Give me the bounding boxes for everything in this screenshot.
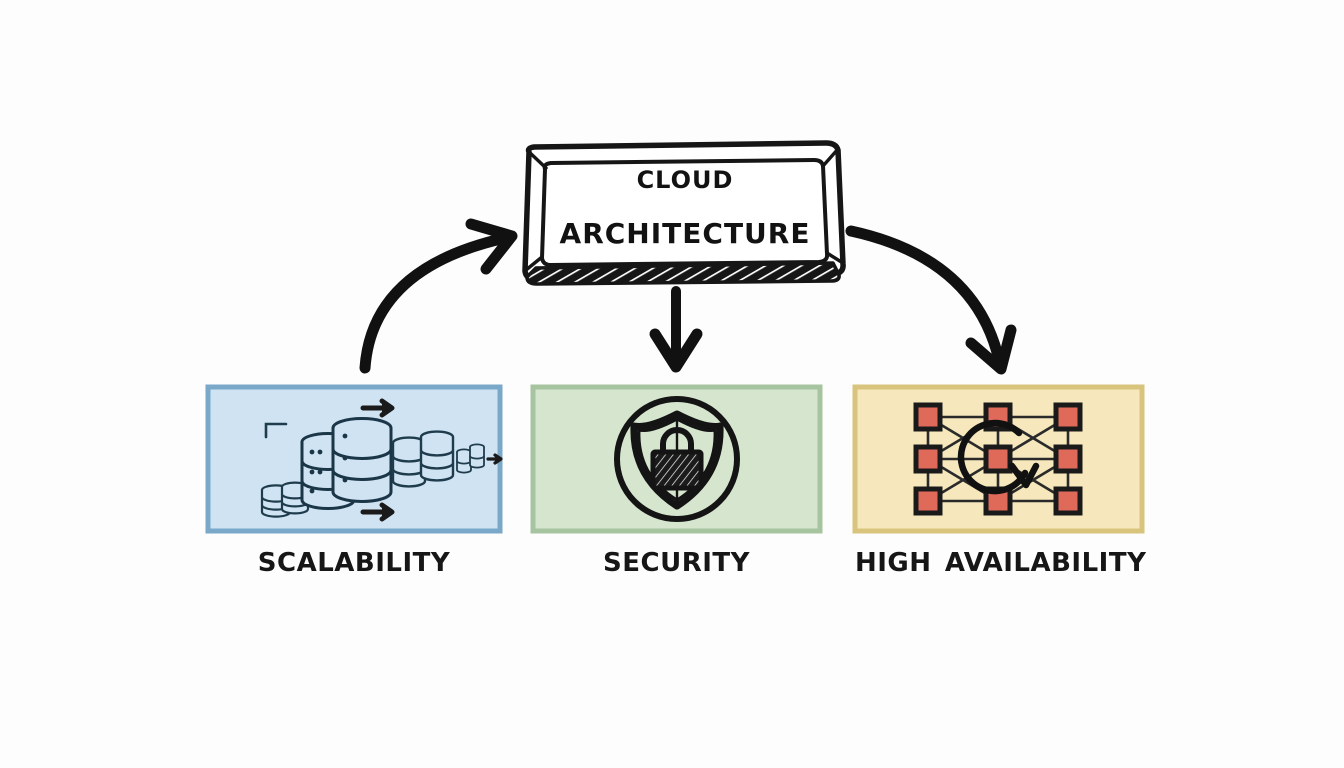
panel-label-high-availability: High Availability: [855, 537, 1147, 580]
database-stack-icon: [260, 398, 503, 522]
center-node-title-line-1: Cloud: [636, 157, 734, 197]
panel-label-scalability: Scalability: [257, 537, 451, 580]
shield-lock-icon: [614, 396, 740, 522]
panel-scalability[interactable]: [205, 384, 503, 534]
panel-security[interactable]: [530, 384, 823, 534]
arrow-to-security: [649, 286, 703, 373]
arrow-to-high-availability: [845, 225, 1017, 375]
panel-label-security: Security: [603, 537, 750, 580]
network-mesh-icon: [913, 402, 1083, 516]
panel-high-availability[interactable]: [852, 384, 1145, 534]
arrow-to-scalability: [359, 218, 518, 374]
center-node-title-line-2: Architecture: [559, 207, 811, 253]
refresh-arrow-icon: [957, 419, 1040, 495]
cloud-architecture-box[interactable]: [522, 140, 846, 286]
